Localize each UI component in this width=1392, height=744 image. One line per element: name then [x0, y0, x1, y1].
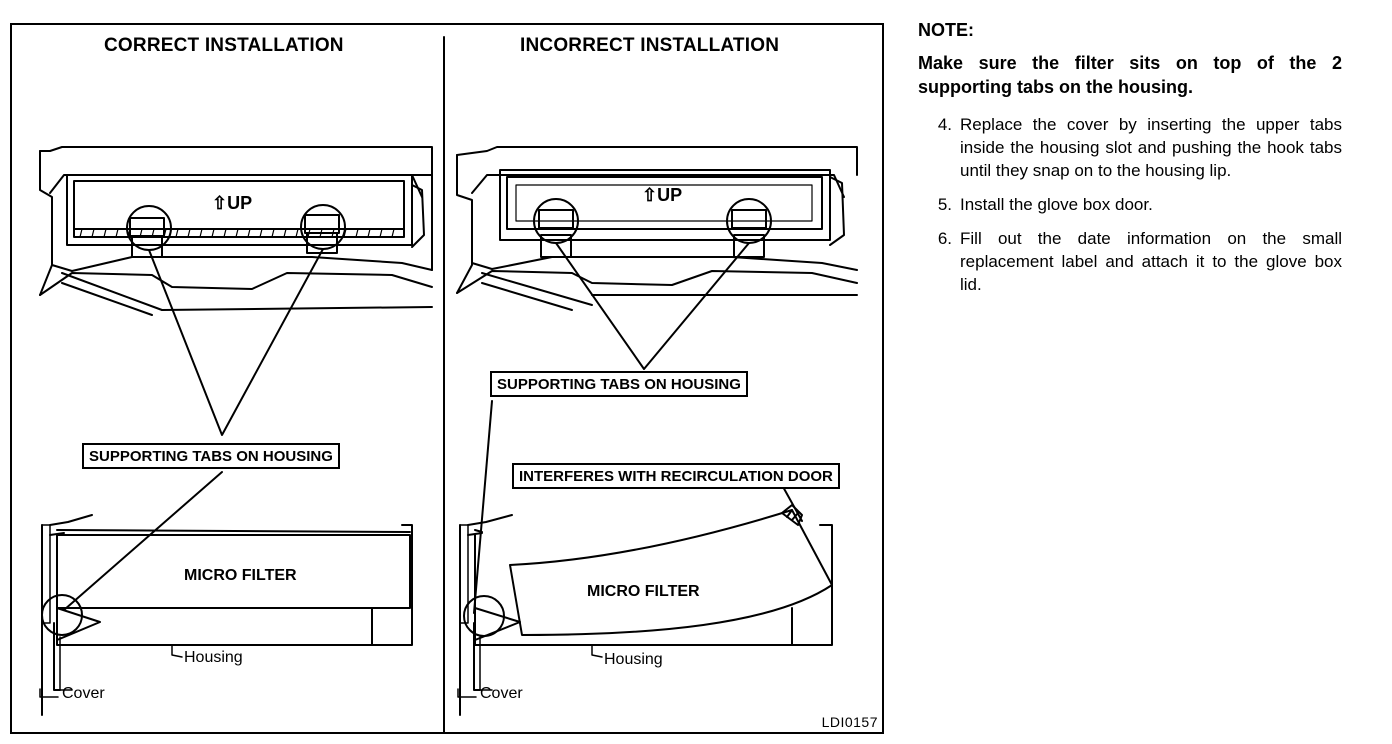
- interferes-callout: INTERFERES WITH RECIRCULATION DOOR: [512, 463, 840, 489]
- installation-figure: CORRECT INSTALLATION INCORRECT INSTALLAT…: [10, 23, 884, 734]
- notes-column: NOTE: Make sure the filter sits on top o…: [918, 20, 1342, 307]
- step-text: Fill out the date information on the sma…: [960, 229, 1342, 294]
- step-number: 5.: [937, 195, 952, 214]
- step-item: 4. Replace the cover by inserting the up…: [918, 113, 1342, 182]
- up-arrow-icon: ⇧: [642, 185, 658, 205]
- right-housing-label: Housing: [604, 651, 663, 668]
- step-number: 6.: [937, 229, 952, 248]
- note-heading: NOTE:: [918, 20, 974, 40]
- step-item: 6. Fill out the date information on the …: [918, 227, 1342, 296]
- right-up-label: ⇧UP: [642, 185, 683, 205]
- left-housing-label: Housing: [184, 649, 243, 666]
- figure-id: LDI0157: [821, 714, 878, 730]
- step-number: 4.: [937, 115, 952, 134]
- right-side-view: [457, 504, 833, 716]
- left-top-view: [39, 146, 433, 316]
- left-supporting-tabs-callout: SUPPORTING TABS ON HOUSING: [82, 443, 340, 469]
- step-text: Install the glove box door.: [960, 195, 1153, 214]
- left-side-view: [39, 514, 413, 716]
- note-body: Make sure the filter sits on top of the …: [918, 53, 1342, 97]
- left-cover-label: Cover: [62, 685, 105, 702]
- left-up-label: ⇧UP: [212, 193, 253, 213]
- step-text: Replace the cover by inserting the upper…: [960, 115, 1342, 180]
- right-micro-filter-label: MICRO FILTER: [587, 583, 700, 600]
- right-supporting-tabs-callout: SUPPORTING TABS ON HOUSING: [490, 371, 748, 397]
- right-leaders: [473, 242, 803, 614]
- correct-installation-title: CORRECT INSTALLATION: [104, 35, 344, 56]
- figure-drawing: [39, 36, 858, 733]
- left-leaders: [63, 248, 324, 611]
- incorrect-installation-title: INCORRECT INSTALLATION: [520, 35, 780, 56]
- left-micro-filter-label: MICRO FILTER: [184, 567, 297, 584]
- steps-list: 4. Replace the cover by inserting the up…: [918, 113, 1342, 296]
- up-arrow-icon: ⇧: [212, 193, 228, 213]
- step-item: 5. Install the glove box door.: [918, 193, 1342, 216]
- right-cover-label: Cover: [480, 685, 523, 702]
- right-top-view: [456, 146, 858, 311]
